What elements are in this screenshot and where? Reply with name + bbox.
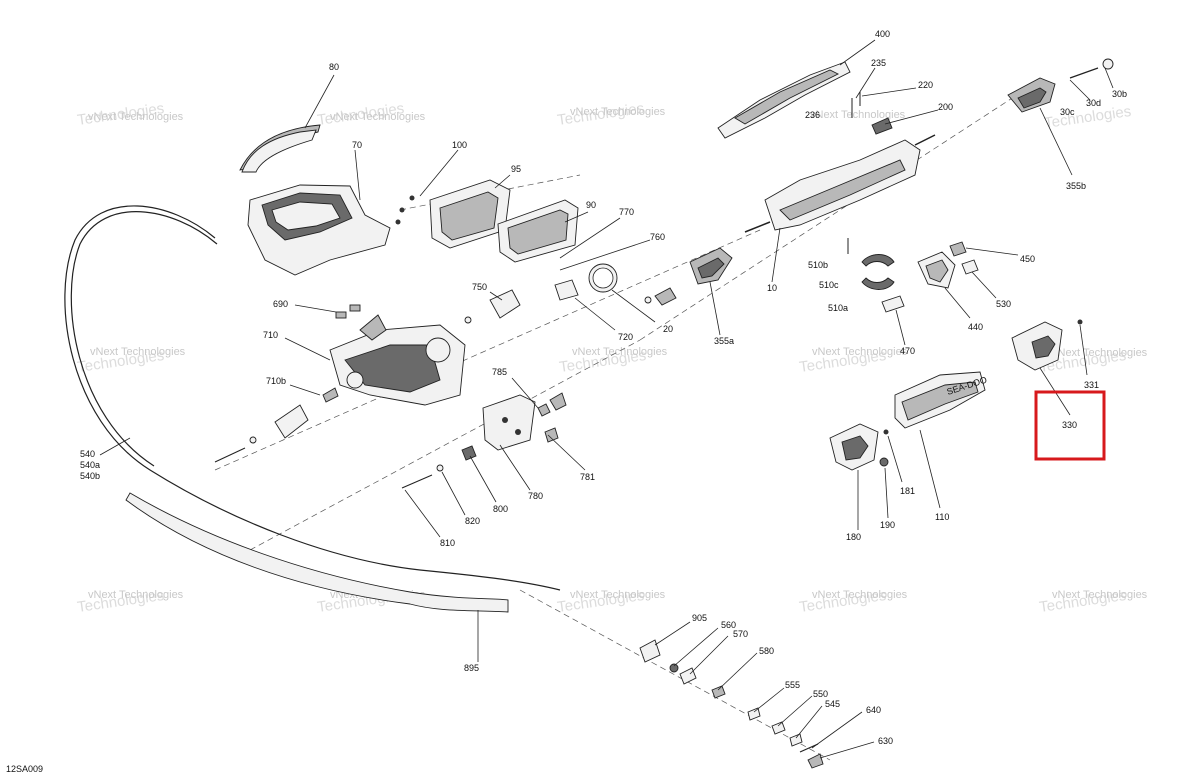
part-housing-70 (247, 184, 391, 276)
callout-640: 640 (866, 705, 881, 715)
callout-200: 200 (938, 102, 953, 112)
callout-90: 90 (586, 200, 596, 210)
watermark-2b: vNext Technologies (330, 111, 426, 123)
part-handle-400 (717, 61, 851, 139)
part-cover-80 (239, 124, 321, 173)
callout-331: 331 (1084, 380, 1099, 390)
callout-810: 810 (440, 538, 455, 548)
highlight-box-330 (1034, 390, 1106, 461)
watermark-3b: vNext Technologies (570, 106, 666, 118)
watermark-1b: vNext Technologies (88, 111, 184, 123)
watermark-6b: vNext Technologies (90, 346, 186, 358)
callout-690: 690 (273, 299, 288, 309)
callout-355b: 355b (1066, 181, 1086, 191)
callout-555: 555 (785, 680, 800, 690)
part-bracket-95 (395, 179, 511, 249)
callout-30c: 30c (1060, 107, 1075, 117)
callout-781: 781 (580, 472, 595, 482)
watermark-12b: vNext Technologies (570, 589, 666, 601)
callout-220: 220 (918, 80, 933, 90)
callout-720: 720 (618, 332, 633, 342)
parts-800-820-810 (401, 445, 477, 489)
callout-560: 560 (721, 620, 736, 630)
callout-780: 780 (528, 491, 543, 501)
callout-440: 440 (968, 322, 983, 332)
figure-id: 12SA009 (6, 764, 43, 774)
watermark-13b: vNext Technologies (812, 589, 908, 601)
part-cover-110: SEA-DOO (894, 371, 988, 429)
watermark-9b: vNext Technologies (1052, 347, 1148, 359)
callout-190: 190 (880, 520, 895, 530)
watermark-7b: vNext Technologies (572, 346, 668, 358)
callout-30d: 30d (1086, 98, 1101, 108)
callout-510b: 510b (808, 260, 828, 270)
parts-235-220-200 (851, 92, 893, 135)
callout-330: 330 (1062, 420, 1077, 430)
part-column-10 (744, 134, 936, 233)
lower-parts-chain (639, 639, 824, 769)
part-cover-330 (1011, 319, 1083, 371)
callout-450: 450 (1020, 254, 1035, 264)
leader-lines (99, 39, 1114, 759)
part-cover-180 (829, 423, 889, 471)
callout-70: 70 (352, 140, 362, 150)
callout-530: 530 (996, 299, 1011, 309)
hose-895 (125, 492, 509, 613)
callout-labels: 80 70 100 95 90 770 760 750 720 20 690 7… (80, 29, 1127, 746)
callout-785: 785 (492, 367, 507, 377)
callout-770: 770 (619, 207, 634, 217)
callout-905: 905 (692, 613, 707, 623)
callout-540b: 540b (80, 471, 100, 481)
callout-550: 550 (813, 689, 828, 699)
callout-760: 760 (650, 232, 665, 242)
callout-710: 710 (263, 330, 278, 340)
callout-100: 100 (452, 140, 467, 150)
part-clamp-510 (847, 238, 905, 313)
throttle-cable-540 (64, 205, 561, 591)
callout-400: 400 (875, 29, 890, 39)
watermark-14b: vNext Technologies (1052, 589, 1148, 601)
watermark-4b: vNext Technologies (810, 109, 906, 121)
callout-180: 180 (846, 532, 861, 542)
callout-510a: 510a (828, 303, 848, 313)
callout-80: 80 (329, 62, 339, 72)
callout-181: 181 (900, 486, 915, 496)
callout-750: 750 (472, 282, 487, 292)
callout-30b: 30b (1112, 89, 1127, 99)
callout-20: 20 (663, 324, 673, 334)
part-throttle-body-710 (329, 314, 466, 406)
callout-355a: 355a (714, 336, 734, 346)
callout-236: 236 (805, 110, 820, 120)
callout-820: 820 (465, 516, 480, 526)
callout-540: 540 (80, 449, 95, 459)
part-grip-355a (689, 247, 733, 285)
callout-545: 545 (825, 699, 840, 709)
watermark-10b: vNext Technologies (88, 589, 184, 601)
part-switch-780 (482, 392, 567, 451)
callout-95: 95 (511, 164, 521, 174)
callout-10: 10 (767, 283, 777, 293)
callout-470: 470 (900, 346, 915, 356)
watermark-group: Technologies vNext Technologies Technolo… (76, 100, 1147, 616)
callout-110: 110 (935, 512, 949, 522)
callout-540a: 540a (80, 460, 100, 470)
callout-580: 580 (759, 646, 774, 656)
callout-570: 570 (733, 629, 748, 639)
callout-630: 630 (878, 736, 893, 746)
callout-895: 895 (464, 663, 479, 673)
part-mechanism-440 (917, 241, 979, 289)
callout-710b: 710b (266, 376, 286, 386)
part-display-90 (497, 199, 579, 263)
watermark-8b: vNext Technologies (812, 346, 908, 358)
callout-235: 235 (871, 58, 886, 68)
part-grip-355b (1007, 58, 1114, 113)
small-parts-left (214, 304, 361, 463)
callout-510c: 510c (819, 280, 839, 290)
callout-800: 800 (493, 504, 508, 514)
